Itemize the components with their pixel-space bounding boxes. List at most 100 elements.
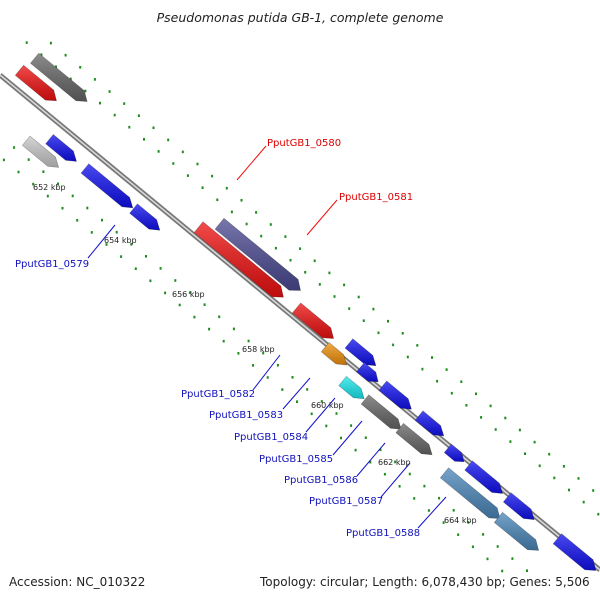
guide-dot	[276, 363, 279, 367]
guide-dot	[494, 428, 497, 431]
gene-feature-blue-shade	[415, 410, 444, 436]
callout-0587	[380, 462, 411, 498]
guide-dot	[71, 194, 74, 198]
gene-feature-0582-shade	[321, 342, 347, 365]
guide-dot	[299, 247, 302, 250]
guide-dot	[333, 295, 336, 298]
guide-dot	[13, 146, 16, 149]
guide-dot	[222, 339, 225, 343]
guide-dot	[99, 101, 101, 105]
gene-label-0588: PputGB1_0588	[346, 528, 420, 539]
guide-dot	[438, 496, 441, 500]
guide-dot	[431, 356, 433, 359]
guide-dot	[145, 255, 147, 258]
guide-dot	[61, 206, 64, 210]
gene-label-0586: PputGB1_0586	[284, 475, 358, 486]
guide-dot	[120, 255, 123, 258]
guide-dot	[501, 569, 504, 573]
guide-dot	[460, 380, 463, 383]
guide-dot	[526, 569, 528, 572]
guide-dot	[260, 234, 263, 238]
callout-0583	[282, 377, 311, 410]
guide-dot	[354, 448, 357, 452]
guide-dot	[597, 512, 600, 516]
guide-dot	[423, 484, 426, 488]
guide-dot	[296, 400, 298, 403]
guide-dot	[196, 162, 199, 166]
guide-dot	[328, 271, 331, 275]
guide-dot	[504, 416, 507, 420]
guide-dot	[401, 332, 404, 335]
guide-dot	[134, 267, 137, 270]
guide-dot	[398, 485, 401, 488]
guide-dot	[266, 376, 269, 379]
guide-dot	[325, 424, 328, 428]
guide-dot	[486, 557, 489, 561]
guide-dot	[318, 283, 321, 286]
guide-dot	[115, 230, 118, 234]
guide-dot	[49, 41, 52, 45]
guide-dot	[216, 198, 219, 202]
guide-dot	[186, 174, 189, 177]
guide-dot	[240, 199, 243, 202]
guide-dot	[17, 170, 20, 174]
guide-dot	[84, 89, 87, 93]
guide-dot	[421, 367, 424, 371]
guide-dot	[255, 211, 258, 214]
guide-dot	[450, 391, 453, 395]
gene-label-0581: PputGB1_0581	[339, 192, 413, 203]
guide-dot	[457, 533, 460, 536]
guide-dot	[137, 114, 140, 117]
guide-dot	[533, 440, 536, 444]
guide-dot	[489, 404, 492, 408]
guide-dot	[203, 303, 206, 306]
gene-feature-blue-shade	[81, 163, 133, 208]
gene-label-0585: PputGB1_0585	[259, 454, 333, 465]
guide-dot	[592, 489, 595, 492]
guide-dot	[201, 186, 204, 189]
guide-dot	[46, 194, 49, 198]
gene-label-0584: PputGB1_0584	[234, 432, 308, 443]
callout-0586	[356, 442, 386, 477]
gene-label-0580: PputGB1_0580	[267, 138, 341, 149]
guide-dot	[340, 436, 342, 440]
accession-text: Accession: NC_010322	[9, 575, 145, 589]
gene-label-0587: PputGB1_0587	[309, 496, 383, 507]
guide-dot	[377, 331, 380, 335]
guide-dot	[289, 258, 292, 262]
guide-dot	[379, 448, 382, 452]
gene-feature-red-shade	[15, 65, 57, 101]
callout-0580	[236, 145, 267, 181]
guide-dot	[343, 283, 346, 287]
guide-dot	[211, 174, 214, 178]
guide-dot	[518, 428, 521, 432]
guide-dot	[269, 223, 272, 226]
guide-dot	[232, 327, 235, 331]
guide-dot	[413, 497, 416, 500]
guide-dot	[230, 210, 233, 214]
gene-feature-0585-shade	[395, 423, 433, 455]
guide-dot	[90, 231, 93, 234]
gene-feature-blue-shade	[345, 338, 376, 366]
guide-dot	[482, 533, 485, 536]
gene-feature-blue-shade	[45, 134, 77, 162]
guide-dot	[475, 392, 477, 396]
guide-dot	[348, 307, 351, 310]
gene-feature-0580-shade	[194, 221, 284, 298]
guide-dot	[218, 315, 221, 319]
callout-0588	[417, 496, 447, 529]
callout-0579	[87, 224, 116, 259]
gene-labels: PputGB1_0580 PputGB1_0581 PputGB1_0579 P…	[15, 138, 420, 539]
guide-dot	[57, 182, 59, 186]
tick-label: 652 kbp	[33, 183, 66, 192]
gene-feature-blue-shade	[356, 362, 379, 382]
guide-dot	[167, 138, 170, 142]
guide-dot	[108, 90, 111, 93]
guide-dot	[86, 206, 89, 210]
guide-dot	[40, 53, 43, 56]
tick-label: 658 kbp	[242, 345, 275, 354]
gene-label-0579: PputGB1_0579	[15, 259, 89, 270]
guide-dot	[69, 77, 72, 81]
guide-dot	[130, 243, 133, 246]
guide-dot	[577, 477, 580, 480]
